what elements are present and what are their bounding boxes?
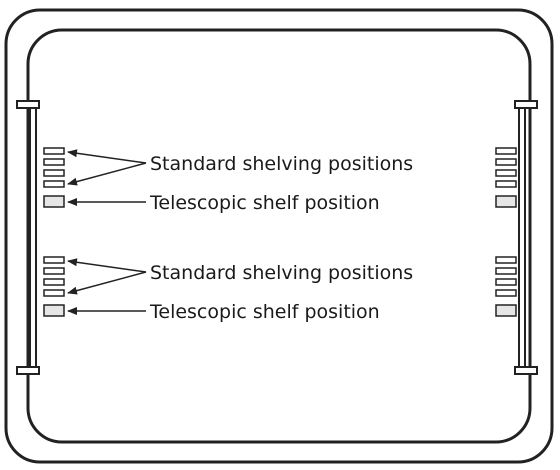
left-slot-standard — [43, 169, 65, 177]
label-telescopic-lower: Telescopic shelf position — [149, 301, 380, 323]
label-telescopic-upper: Telescopic shelf position — [149, 192, 380, 214]
right-slot-standard — [495, 267, 517, 275]
oven-outer-frame — [4, 8, 554, 464]
left-slot-standard — [43, 289, 65, 297]
left-slot-telescopic — [43, 304, 65, 317]
arrow-standard-upper-a — [67, 149, 147, 164]
left-slot-standard — [43, 267, 65, 275]
oven-inner-cavity — [26, 28, 532, 444]
arrow-standard-lower-b — [67, 271, 147, 295]
right-slot-standard — [495, 256, 517, 264]
left-slot-standard — [43, 278, 65, 286]
upper-callout-arrows — [67, 149, 147, 206]
right-slot-standard — [495, 147, 517, 155]
arrow-standard-lower-a — [67, 258, 147, 273]
right-shelf-rail — [514, 100, 538, 375]
left-shelf-slots — [43, 147, 65, 317]
left-slot-standard — [43, 158, 65, 166]
right-slot-standard — [495, 169, 517, 177]
right-shelf-slots — [495, 147, 517, 317]
left-slot-standard — [43, 256, 65, 264]
right-slot-telescopic — [495, 195, 517, 208]
arrow-standard-upper-b — [67, 162, 147, 186]
label-standard-upper: Standard shelving positions — [150, 153, 413, 175]
right-slot-standard — [495, 278, 517, 286]
left-slot-telescopic — [43, 195, 65, 208]
right-slot-standard — [495, 158, 517, 166]
right-slot-telescopic — [495, 304, 517, 317]
lower-callout-arrows — [67, 258, 147, 315]
right-slot-standard — [495, 180, 517, 188]
left-slot-standard — [43, 180, 65, 188]
label-standard-lower: Standard shelving positions — [150, 262, 413, 284]
right-slot-standard — [495, 289, 517, 297]
left-shelf-rail — [16, 100, 40, 375]
left-slot-standard — [43, 147, 65, 155]
